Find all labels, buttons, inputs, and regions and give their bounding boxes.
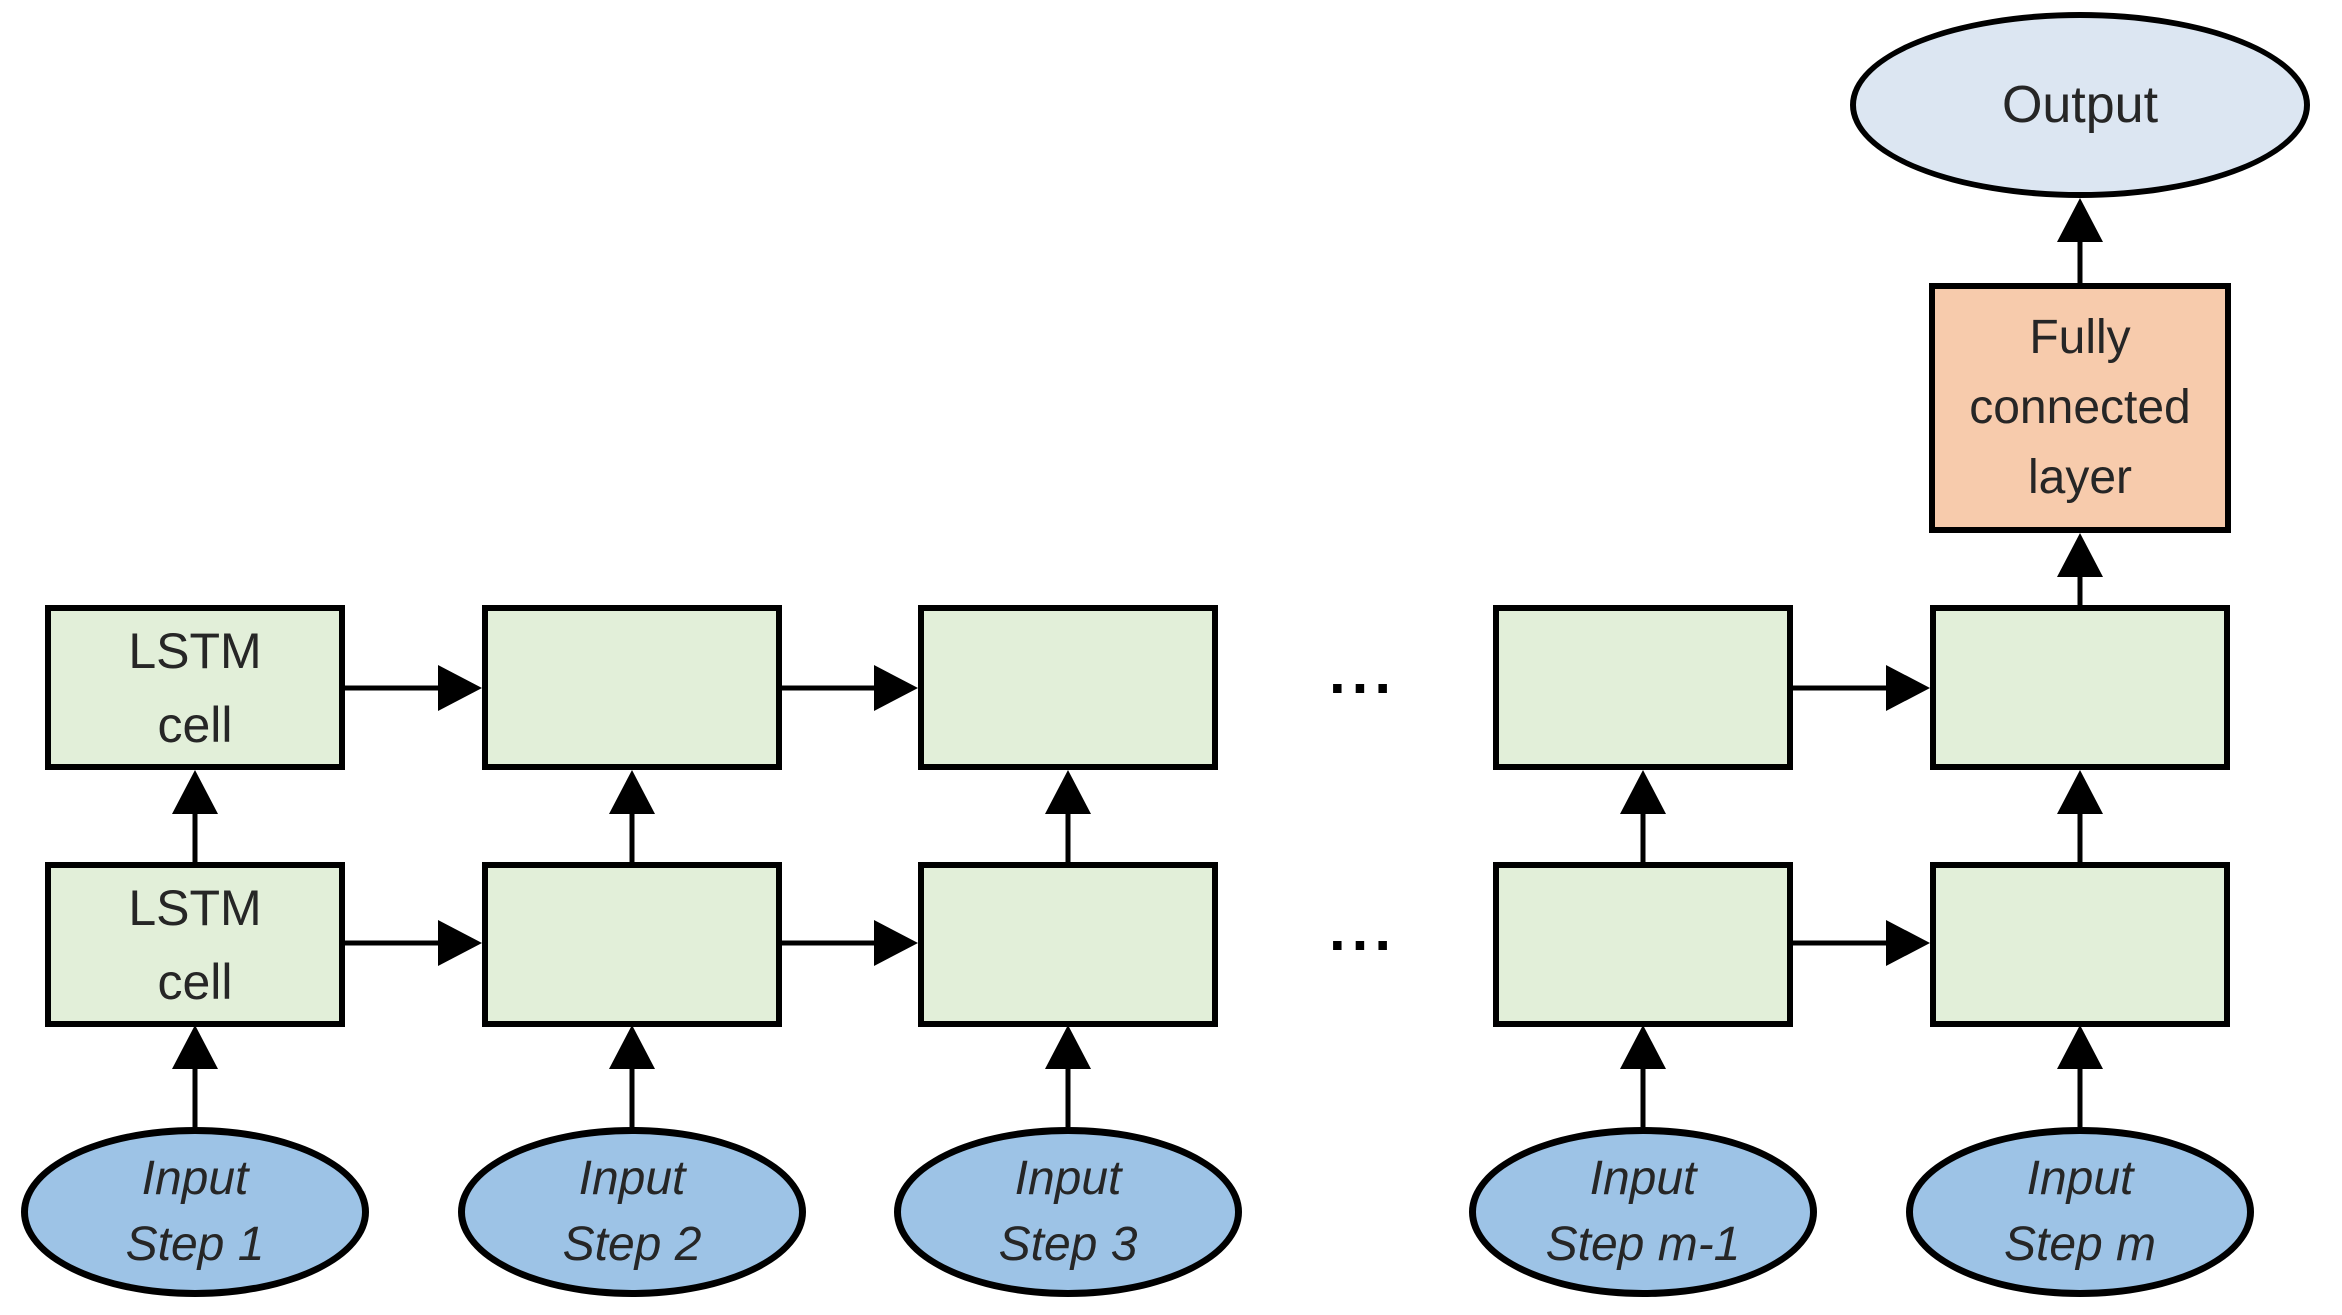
output-label: Output <box>2001 76 2159 134</box>
ellipsis-top: ... <box>1328 639 1397 706</box>
input-step-1-label: Input Step 1 <box>125 1152 265 1271</box>
lstm-cell-box-top-3 <box>918 605 1218 770</box>
input-step-1-node: Input Step 1 <box>21 1127 369 1297</box>
arrow-right-top-2-3 <box>782 665 918 711</box>
lstm-cell-box-bottom-4 <box>1493 862 1793 1027</box>
arrow-up-input-4 <box>1620 1025 1666 1127</box>
lstm-cell-label-bottom: LSTM cell <box>128 879 262 1010</box>
arrow-up-input-5 <box>2057 1025 2103 1127</box>
input-step-m-node: Input Step m <box>1906 1127 2254 1297</box>
arrow-right-top-1-2 <box>345 665 482 711</box>
arrow-up-input-3 <box>1045 1025 1091 1127</box>
lstm-cell-box-top-4 <box>1493 605 1793 770</box>
arrow-up-mid-2 <box>609 770 655 862</box>
lstm-cell-label-top: LSTM cell <box>128 622 262 753</box>
arrow-up-mid-3 <box>1045 770 1091 862</box>
input-step-m-label: Input Step m <box>2003 1152 2157 1271</box>
lstm-cell-box-bottom-3 <box>918 862 1218 1027</box>
arrow-right-top-4-5 <box>1790 665 1930 711</box>
arrow-right-bottom-4-5 <box>1790 920 1930 966</box>
arrow-right-bottom-2-3 <box>782 920 918 966</box>
input-step-m-1-label: Input Step m-1 <box>1545 1152 1741 1271</box>
lstm-cell-box-bottom-2 <box>482 862 782 1027</box>
arrow-up-input-1 <box>172 1025 218 1127</box>
arrow-up-lstm-to-fc <box>2057 533 2103 605</box>
lstm-cell-box-bottom-5 <box>1930 862 2230 1027</box>
output-node: Output <box>1850 12 2310 198</box>
lstm-cell-box-top-5 <box>1930 605 2230 770</box>
arrow-up-mid-4 <box>1620 770 1666 862</box>
lstm-cell-box-top-1: LSTM cell <box>45 605 345 770</box>
input-step-3-node: Input Step 3 <box>894 1127 1242 1297</box>
input-step-m-1-node: Input Step m-1 <box>1469 1127 1817 1297</box>
ellipsis-bottom: ... <box>1328 896 1397 963</box>
lstm-cell-box-bottom-1: LSTM cell <box>45 862 345 1027</box>
arrow-up-mid-1 <box>172 770 218 862</box>
arrow-right-bottom-1-2 <box>345 920 482 966</box>
arrow-up-mid-5 <box>2057 770 2103 862</box>
input-step-2-label: Input Step 2 <box>562 1152 702 1271</box>
input-step-2-node: Input Step 2 <box>458 1127 806 1297</box>
fully-connected-layer-label: Fully connected layer <box>1969 311 2191 504</box>
arrow-up-input-2 <box>609 1025 655 1127</box>
arrow-up-fc-to-output <box>2057 198 2103 283</box>
input-step-3-label: Input Step 3 <box>998 1152 1138 1271</box>
lstm-cell-box-top-2 <box>482 605 782 770</box>
fully-connected-layer-node: Fully connected layer <box>1929 283 2231 533</box>
